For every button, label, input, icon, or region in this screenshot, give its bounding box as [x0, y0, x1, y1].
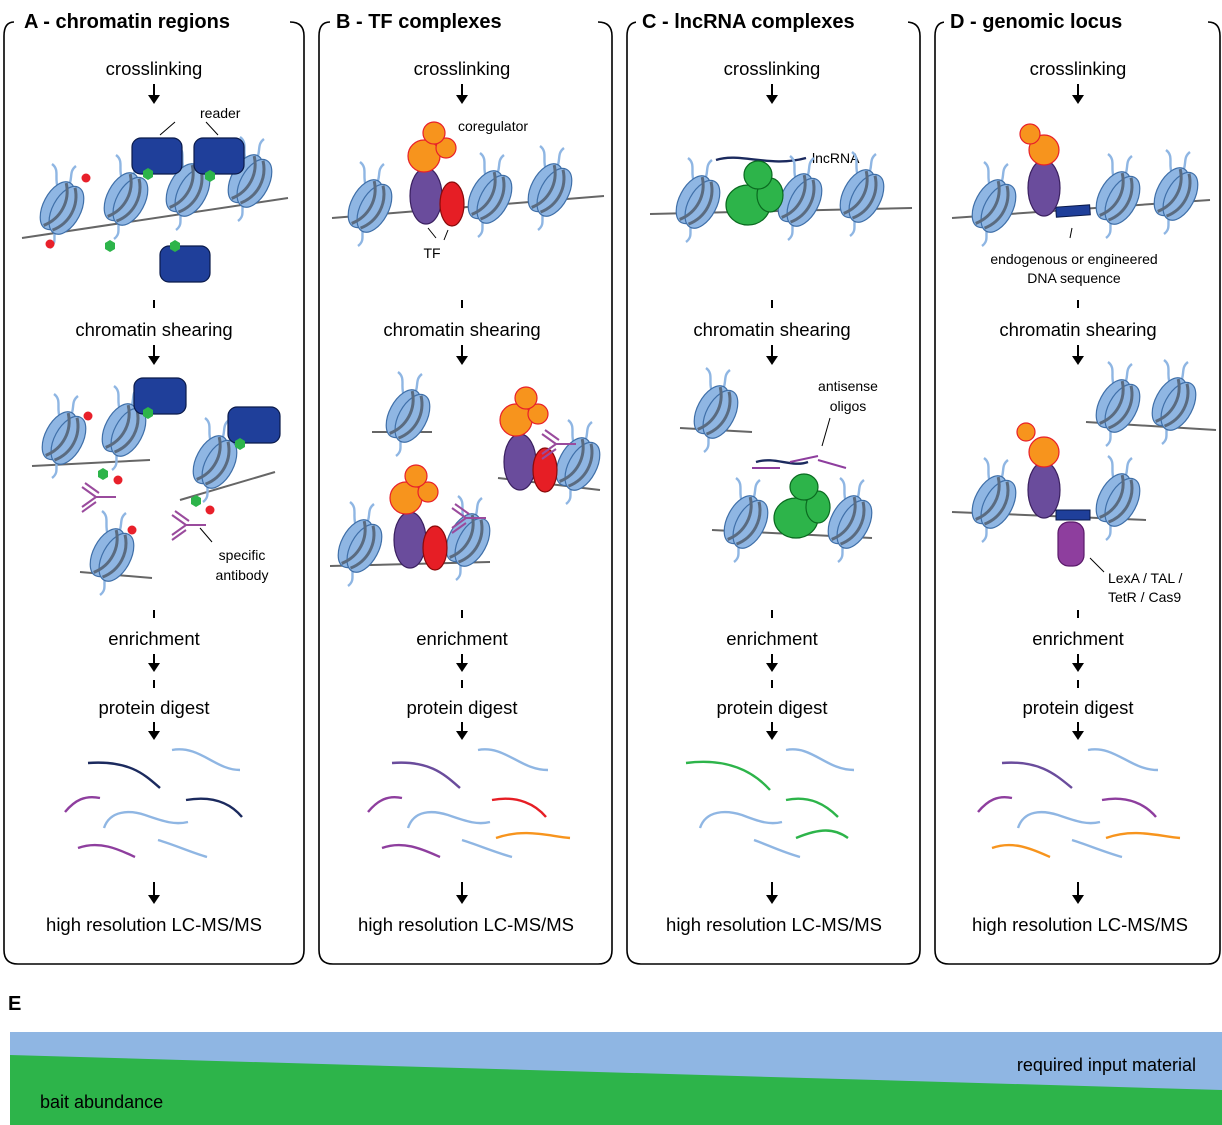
panel-d-label-lexa: LexA / TAL / [1108, 570, 1183, 586]
panel-b-title: B - TF complexes [336, 11, 502, 33]
arrow-icon [766, 654, 778, 672]
arrow-icon [766, 882, 778, 904]
panel-a-frame [3, 21, 305, 965]
panel-d: D - genomic locus crosslinking endogenou… [934, 8, 1221, 965]
antibody-icon [171, 510, 207, 541]
panel-c-title: C - lncRNA complexes [642, 11, 855, 33]
panel-b-fragments [329, 370, 609, 588]
required-input-label: required input material [1017, 1055, 1196, 1075]
panel-c-fragments [679, 366, 881, 564]
panel-a-peptides [64, 748, 243, 859]
panel-c-step-digest: protein digest [716, 697, 827, 718]
panel-b-peptides [367, 748, 571, 859]
panel-c-peptides [685, 748, 855, 859]
panel-e: E required input material bait abundance [8, 993, 1222, 1125]
arrow-icon [148, 882, 160, 904]
bait-abundance-band [10, 1055, 1222, 1125]
panel-a-label-specific: specific [219, 547, 266, 563]
arrow-icon [148, 654, 160, 672]
panel-c-step-enrichment: enrichment [726, 628, 818, 649]
arrow-icon [766, 722, 778, 740]
panel-d-step-enrichment: enrichment [1032, 628, 1124, 649]
panel-e-title: E [8, 993, 21, 1015]
arrow-icon [766, 345, 778, 365]
locus-dna-sequence [1055, 204, 1091, 218]
panel-a-chromatin [21, 135, 289, 283]
panel-d-label-tetr: TetR / Cas9 [1108, 589, 1181, 605]
panel-d-title: D - genomic locus [950, 11, 1122, 33]
arrow-icon [1072, 722, 1084, 740]
panel-c-label-antisense: antisense [818, 378, 878, 394]
panel-b-label-coregulator: coregulator [458, 118, 528, 134]
reader-protein [193, 137, 245, 175]
panel-d-step-shearing: chromatin shearing [999, 319, 1156, 340]
panel-d-step-crosslinking: crosslinking [1030, 58, 1127, 79]
panel-c-label-lncrna: lncRNA [812, 150, 860, 166]
panel-a-step-crosslinking: crosslinking [106, 58, 203, 79]
bait-abundance-label: bait abundance [40, 1092, 163, 1112]
reader-protein [133, 377, 187, 415]
panel-c-chromatin [649, 150, 913, 244]
reader-protein [159, 245, 211, 283]
panel-b-step-lcms: high resolution LC-MS/MS [358, 914, 574, 935]
panel-b: B - TF complexes crosslinking coregulato… [318, 8, 613, 965]
panel-b-label-tf: TF [423, 245, 440, 261]
panel-a-fragments [31, 377, 281, 597]
arrow-icon [1072, 882, 1084, 904]
panel-a-label-antibody: antibody [216, 567, 269, 583]
panel-b-frame [318, 21, 613, 965]
panel-b-step-enrichment: enrichment [416, 628, 508, 649]
panel-b-chromatin [331, 121, 605, 248]
arrow-icon [148, 722, 160, 740]
panel-d-label-dna: DNA sequence [1027, 270, 1121, 286]
tf-protein [409, 167, 443, 225]
lncrna-strand [715, 156, 807, 163]
panel-a-step-digest: protein digest [98, 697, 209, 718]
panel-d-frame [934, 21, 1221, 965]
tf-protein [439, 181, 465, 227]
arrow-icon [456, 654, 468, 672]
arrow-icon [456, 882, 468, 904]
arrow-icon [148, 84, 160, 104]
panel-a: A - chromatin regions crosslinking reade… [3, 8, 305, 965]
panel-c-step-lcms: high resolution LC-MS/MS [666, 914, 882, 935]
panel-d-label-endogenous: endogenous or engineered [990, 251, 1157, 267]
antibody-icon [81, 482, 117, 513]
arrow-icon [456, 345, 468, 365]
panel-c: C - lncRNA complexes crosslinking lncRNA… [626, 8, 921, 965]
reader-protein [227, 406, 281, 444]
panel-a-label-reader: reader [200, 105, 241, 121]
panel-a-step-shearing: chromatin shearing [75, 319, 232, 340]
arrow-icon [456, 722, 468, 740]
panel-a-title: A - chromatin regions [24, 11, 230, 33]
arrow-icon [1072, 654, 1084, 672]
panel-c-frame [626, 21, 921, 965]
arrow-icon [766, 84, 778, 104]
panel-d-step-digest: protein digest [1022, 697, 1133, 718]
lexa-dbd [1057, 521, 1085, 567]
panel-c-step-shearing: chromatin shearing [693, 319, 850, 340]
panel-d-step-lcms: high resolution LC-MS/MS [972, 914, 1188, 935]
panel-d-fragments [951, 358, 1217, 573]
arrow-icon [456, 84, 468, 104]
arrow-icon [1072, 84, 1084, 104]
panel-d-chromatin [951, 123, 1211, 248]
panel-b-step-shearing: chromatin shearing [383, 319, 540, 340]
panel-b-step-digest: protein digest [406, 697, 517, 718]
reader-protein [131, 137, 183, 175]
panel-c-label-oligos: oligos [830, 398, 867, 414]
arrow-icon [1072, 345, 1084, 365]
panel-a-step-enrichment: enrichment [108, 628, 200, 649]
panel-d-peptides [977, 748, 1181, 859]
panel-c-step-crosslinking: crosslinking [724, 58, 821, 79]
panel-b-step-crosslinking: crosslinking [414, 58, 511, 79]
arrow-icon [148, 345, 160, 365]
panel-a-step-lcms: high resolution LC-MS/MS [46, 914, 262, 935]
